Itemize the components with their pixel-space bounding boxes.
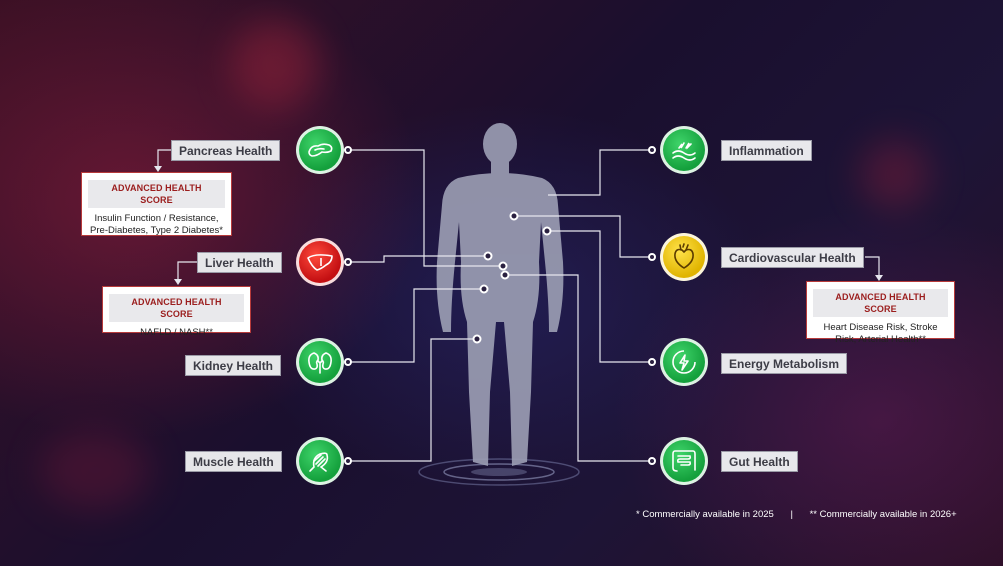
background-glow: [230, 20, 320, 110]
footnote-2026: ** Commercially available in 2026+: [809, 509, 957, 520]
footnote-separator: |: [790, 509, 793, 520]
intestine-icon: [660, 437, 708, 485]
score-body: Insulin Function / Resistance, Pre-Diabe…: [90, 213, 223, 236]
label-inflammation: Inflammation: [721, 140, 812, 161]
heart-icon: [660, 233, 708, 281]
label-cardiovascular-health: Cardiovascular Health: [721, 247, 864, 268]
label-muscle-health: Muscle Health: [185, 451, 282, 472]
score-title: ADVANCED HEALTH SCORE: [88, 180, 225, 208]
score-box-pancreas: ADVANCED HEALTH SCORE Insulin Function /…: [81, 172, 232, 236]
platform-rings: [418, 458, 580, 486]
score-title: ADVANCED HEALTH SCORE: [109, 294, 244, 322]
score-box-cardio: ADVANCED HEALTH SCORE Heart Disease Risk…: [806, 281, 955, 345]
muscle-icon: [296, 437, 344, 485]
human-body-figure: [436, 123, 564, 466]
label-pancreas-health: Pancreas Health: [171, 140, 281, 161]
energy-icon: [660, 338, 708, 386]
score-body: NAFLD / NASH**: [140, 327, 213, 338]
score-box-liver: ADVANCED HEALTH SCORE NAFLD / NASH**: [102, 286, 251, 338]
pancreas-icon: [296, 126, 344, 174]
background-glow: [40, 430, 150, 510]
inflammation-icon: [660, 126, 708, 174]
score-title: ADVANCED HEALTH SCORE: [813, 289, 948, 317]
label-energy-metabolism: Energy Metabolism: [721, 353, 848, 374]
footnotes: * Commercially available in 2025 | ** Co…: [636, 509, 957, 520]
label-liver-health: Liver Health: [197, 252, 282, 273]
background-glow: [860, 140, 930, 210]
liver-icon: [296, 238, 344, 286]
footnote-2025: * Commercially available in 2025: [636, 509, 774, 520]
score-body: Heart Disease Risk, Stroke Risk, Arteria…: [823, 322, 938, 345]
label-kidney-health: Kidney Health: [185, 355, 282, 376]
label-gut-health: Gut Health: [721, 451, 798, 472]
kidney-icon: [296, 338, 344, 386]
